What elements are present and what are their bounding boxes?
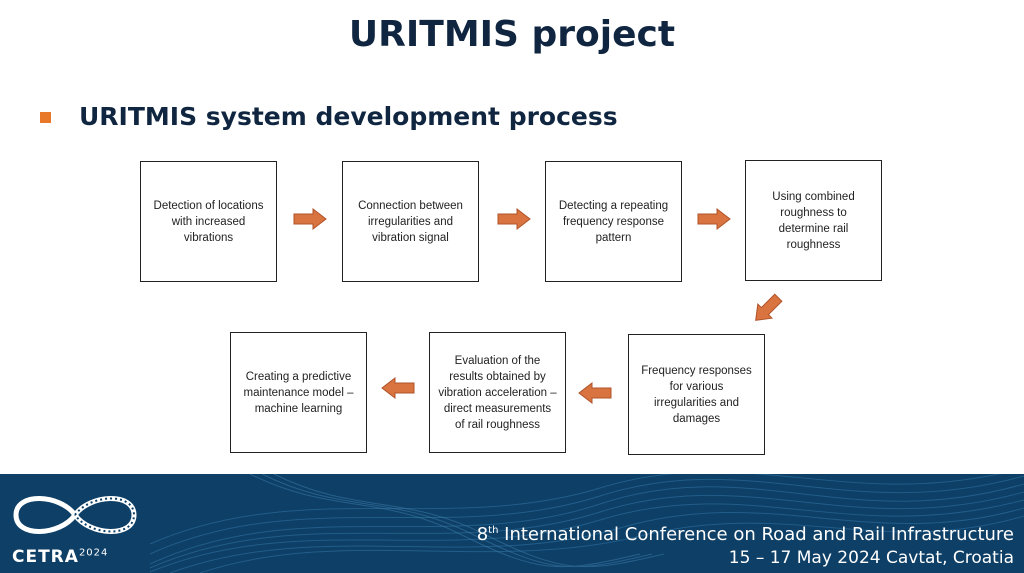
step-label-6: Evaluation of the results obtained by vi… (438, 354, 557, 431)
step-label-5: Frequency responses for various irregula… (641, 364, 752, 425)
step-label-4: Using combined roughness to determine ra… (772, 190, 855, 251)
arrow-left-icon-1 (578, 382, 612, 404)
brand-year: 2024 (78, 547, 109, 559)
conference-ordinal: 8 (476, 524, 489, 545)
cetra-brand: CETRA2024 (12, 547, 108, 567)
step-label-7: Creating a predictive maintenance model … (243, 370, 354, 415)
arrow-left-icon-2 (381, 377, 415, 399)
conference-title: 8th International Conference on Road and… (477, 524, 1014, 545)
section-subtitle: URITMIS system development process (79, 102, 618, 131)
step-label-2: Connection between irregularities and vi… (358, 199, 463, 244)
step-box-3: Detecting a repeating frequency response… (545, 161, 682, 282)
footer-banner: CETRA2024 8th International Conference o… (0, 474, 1024, 573)
step-label-1: Detection of locations with increased vi… (153, 199, 264, 244)
step-box-6: Evaluation of the results obtained by vi… (429, 332, 566, 453)
conference-ordinal-suffix: th (488, 525, 499, 536)
conference-dates: 15 – 17 May 2024 Cavtat, Croatia (728, 548, 1014, 568)
step-box-4: Using combined roughness to determine ra… (745, 160, 882, 281)
step-box-5: Frequency responses for various irregula… (628, 334, 765, 455)
step-label-3: Detecting a repeating frequency response… (558, 199, 669, 244)
step-box-7: Creating a predictive maintenance model … (230, 332, 367, 453)
conference-name: International Conference on Road and Rai… (498, 524, 1014, 545)
arrow-down-left-icon (755, 293, 783, 321)
step-box-1: Detection of locations with increased vi… (140, 161, 277, 282)
arrow-right-icon-1 (293, 208, 327, 230)
wave-pattern-decoration (149, 474, 1024, 573)
arrow-right-icon-2 (497, 208, 531, 230)
arrow-right-icon-3 (697, 208, 731, 230)
bullet-marker (40, 112, 51, 123)
cetra-infinity-logo (13, 496, 137, 534)
brand-name: CETRA (12, 547, 79, 567)
page-title: URITMIS project (348, 14, 676, 55)
step-box-2: Connection between irregularities and vi… (342, 161, 479, 282)
